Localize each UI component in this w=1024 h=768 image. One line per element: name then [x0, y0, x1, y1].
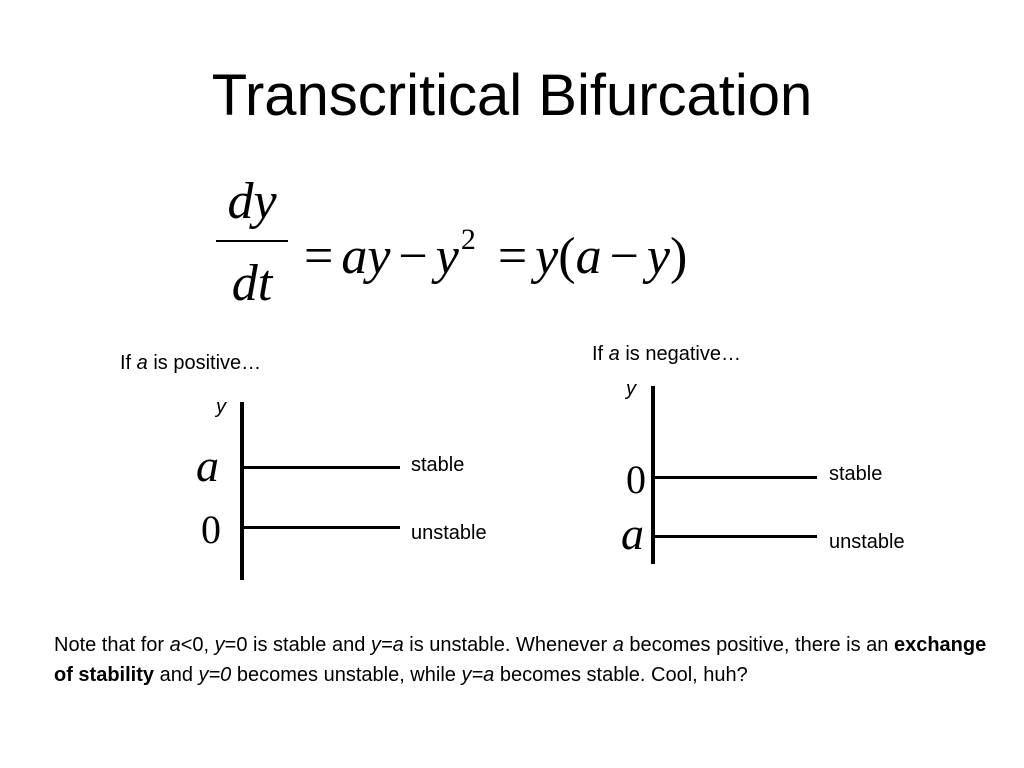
close-paren: )	[670, 228, 688, 285]
right-y-axis	[651, 386, 655, 564]
right-lower-value-label: a	[621, 508, 644, 559]
note-paragraph: Note that for a<0, y=0 is stable and y=a…	[54, 634, 987, 686]
equation-term: a	[575, 228, 602, 285]
left-y-axis-label: y	[216, 396, 226, 418]
right-panel-caption: If a is negative…	[592, 343, 741, 365]
right-lower-equilibrium-line	[655, 535, 817, 538]
left-upper-equilibrium-line	[242, 466, 400, 469]
right-upper-value-label: 0	[626, 457, 646, 502]
emphasis-text: exchange of stability	[54, 634, 987, 686]
equals-sign: =	[304, 228, 334, 285]
slide-title: Transcritical Bifurcation	[211, 63, 813, 128]
fraction-bar	[216, 240, 288, 242]
equation-term: ay	[341, 228, 391, 285]
left-upper-state-label: stable	[411, 454, 465, 476]
left-y-axis	[240, 402, 244, 580]
equation-right-side: =ay−y2=y(a−y)	[296, 210, 687, 287]
left-lower-value-label: 0	[201, 507, 221, 552]
minus-sign: −	[398, 228, 428, 285]
minus-sign: −	[609, 228, 639, 285]
equation: dy dt =ay−y2=y(a−y)	[208, 170, 808, 320]
equation-term: y	[535, 228, 559, 285]
left-upper-value-label: a	[196, 440, 219, 491]
right-upper-equilibrium-line	[655, 476, 817, 479]
open-paren: (	[558, 228, 576, 285]
right-upper-state-label: stable	[829, 463, 883, 485]
left-panel-caption: If a is positive…	[120, 352, 262, 374]
exponent: 2	[460, 223, 476, 256]
equals-sign: =	[497, 228, 528, 285]
fraction-denominator: dt	[231, 255, 273, 312]
fraction-numerator: dy	[227, 173, 277, 230]
equation-term: y	[646, 228, 671, 285]
left-lower-equilibrium-line	[242, 526, 400, 529]
right-lower-state-label: unstable	[829, 531, 905, 553]
equation-term: y	[435, 228, 459, 285]
right-y-axis-label: y	[626, 378, 636, 400]
left-lower-state-label: unstable	[411, 522, 487, 544]
